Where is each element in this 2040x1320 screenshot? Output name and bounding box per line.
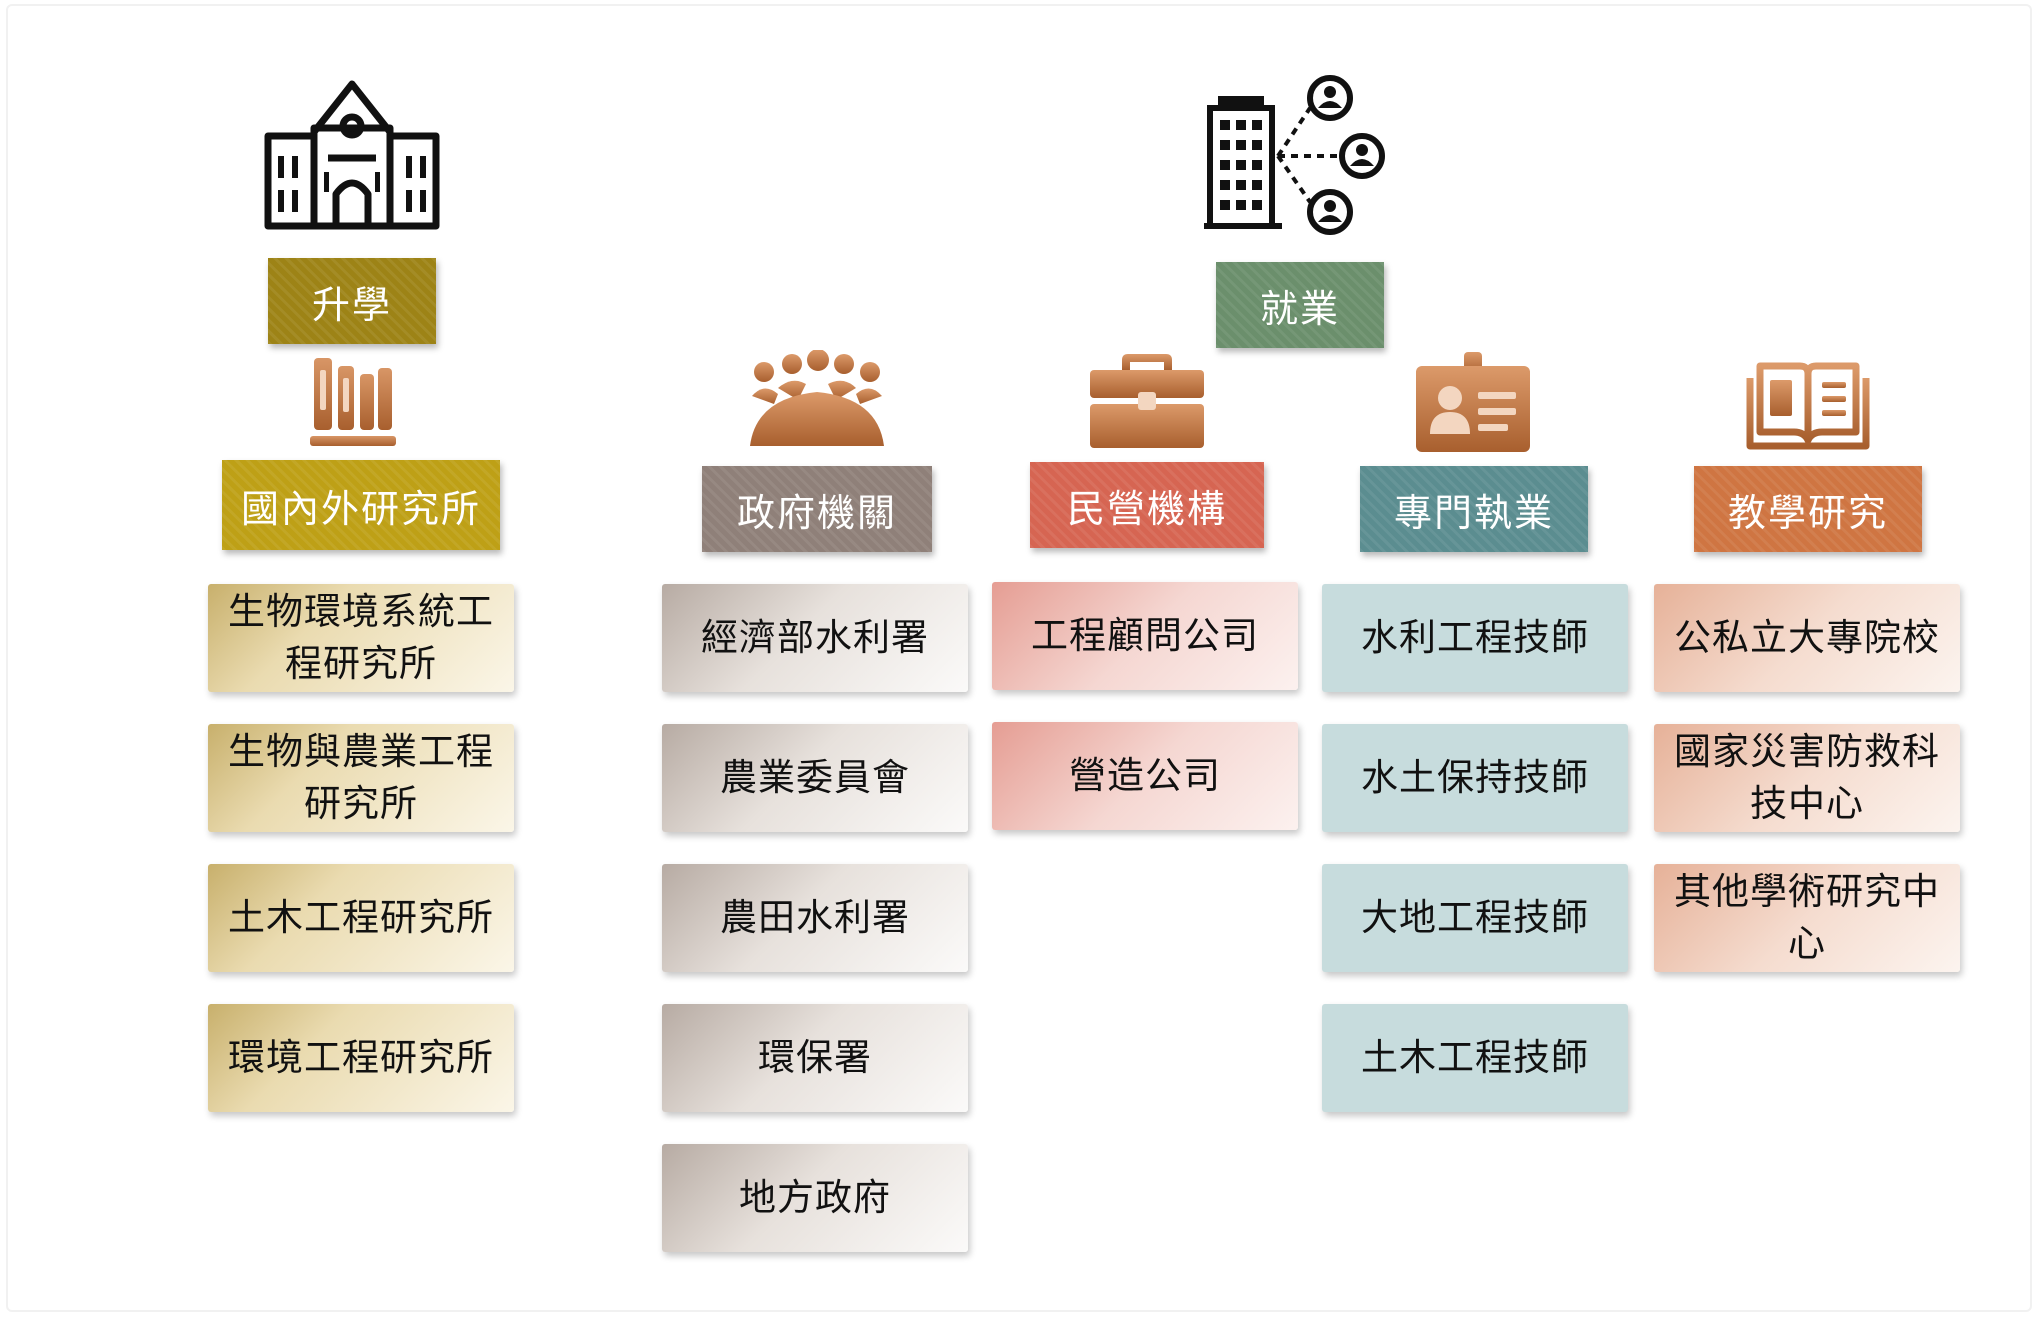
government-header: 政府機關 xyxy=(702,466,932,552)
list-item: 地方政府 xyxy=(662,1144,968,1252)
employment-header: 就業 xyxy=(1216,262,1384,348)
university-building-icon xyxy=(264,80,440,230)
graduate-school-header: 國內外研究所 xyxy=(222,460,500,550)
list-item: 工程顧問公司 xyxy=(992,582,1298,690)
list-item: 土木工程技師 xyxy=(1322,1004,1628,1112)
list-item: 公私立大專院校 xyxy=(1654,584,1960,692)
private-header: 民營機構 xyxy=(1030,462,1264,548)
open-book-icon xyxy=(1746,362,1870,450)
list-item: 水利工程技師 xyxy=(1322,584,1628,692)
professional-header: 專門執業 xyxy=(1360,466,1588,552)
books-icon xyxy=(310,358,396,446)
list-item: 生物與農業工程研究所 xyxy=(208,724,514,832)
study-header: 升學 xyxy=(268,258,436,344)
list-item: 環保署 xyxy=(662,1004,968,1112)
briefcase-icon xyxy=(1090,354,1204,448)
list-item: 土木工程研究所 xyxy=(208,864,514,972)
list-item: 農田水利署 xyxy=(662,864,968,972)
list-item: 其他學術研究中心 xyxy=(1654,864,1960,972)
company-network-icon xyxy=(1204,75,1385,235)
list-item: 環境工程研究所 xyxy=(208,1004,514,1112)
list-item: 農業委員會 xyxy=(662,724,968,832)
page-frame xyxy=(6,4,2032,1312)
list-item: 國家災害防救科技中心 xyxy=(1654,724,1960,832)
list-item: 水土保持技師 xyxy=(1322,724,1628,832)
meeting-people-icon xyxy=(750,350,884,446)
education-header: 教學研究 xyxy=(1694,466,1922,552)
list-item: 生物環境系統工程研究所 xyxy=(208,584,514,692)
list-item: 經濟部水利署 xyxy=(662,584,968,692)
list-item: 大地工程技師 xyxy=(1322,864,1628,972)
id-badge-icon xyxy=(1416,352,1530,452)
list-item: 營造公司 xyxy=(992,722,1298,830)
